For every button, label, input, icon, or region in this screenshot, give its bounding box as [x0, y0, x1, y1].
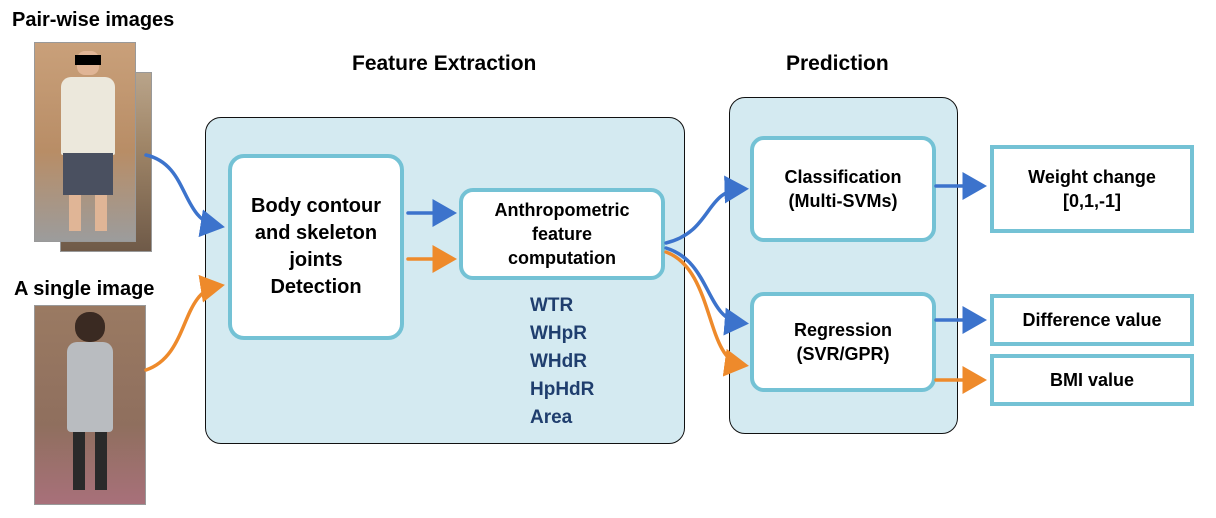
feature-item: Area — [530, 407, 573, 428]
body-contour-text: Body contour and skeleton joints Detecti… — [251, 195, 381, 298]
pairwise-images-label: Pair-wise images — [12, 9, 175, 31]
prediction-heading: Prediction — [786, 52, 889, 75]
arrow-pairwise-to-body — [144, 153, 225, 238]
arrow-anthro-to-regression-orange — [664, 250, 749, 377]
single-photo — [34, 305, 146, 505]
bmi-value-text: BMI value — [1049, 369, 1135, 390]
weight-change-box: Weight change [0,1,-1] — [990, 145, 1194, 233]
anthropometric-box: Anthropometric feature computation — [459, 188, 665, 280]
feature-extraction-heading: Feature Extraction — [352, 52, 537, 75]
arrow-single-to-body — [144, 274, 225, 372]
feature-list: WTR WHpR WHdR HpHdR Area — [530, 292, 594, 432]
anthropometric-text: Anthropometric feature computation — [494, 200, 630, 268]
arrow-anthro-to-classification — [664, 175, 749, 245]
feature-item: WHpR — [530, 323, 587, 344]
regression-text: Regression (SVR/GPR) — [793, 320, 893, 364]
difference-value-text: Difference value — [1022, 309, 1162, 330]
feature-item: WHdR — [530, 351, 587, 372]
single-image-label: A single image — [14, 278, 155, 300]
pairwise-photo-front — [34, 42, 136, 242]
classification-box: Classification (Multi-SVMs) — [750, 136, 936, 242]
bmi-value-box: BMI value — [990, 354, 1194, 406]
arrow-anthro-to-regression-blue — [664, 246, 749, 336]
weight-change-text: Weight change [0,1,-1] — [1028, 167, 1156, 211]
feature-item: HpHdR — [530, 379, 595, 400]
feature-item: WTR — [530, 295, 574, 316]
regression-box: Regression (SVR/GPR) — [750, 292, 936, 392]
classification-text: Classification (Multi-SVMs) — [784, 167, 902, 211]
difference-value-box: Difference value — [990, 294, 1194, 346]
body-contour-box: Body contour and skeleton joints Detecti… — [228, 154, 404, 340]
